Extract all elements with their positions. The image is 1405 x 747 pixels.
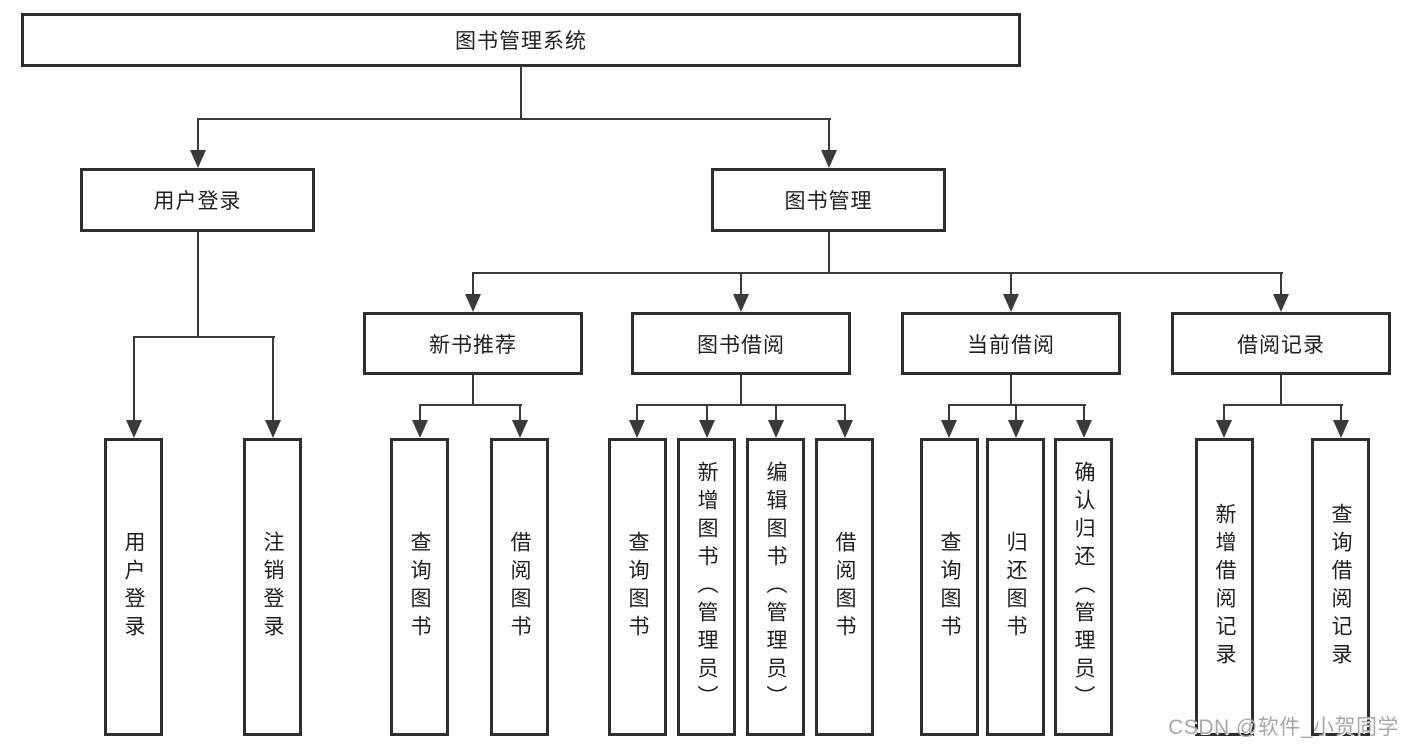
connector-line bbox=[1280, 373, 1282, 406]
leaf-borrow-book-1: 借阅图书 bbox=[490, 438, 549, 736]
connector-line bbox=[636, 404, 638, 422]
connector-line bbox=[706, 404, 708, 422]
leaf-query-borrow-record: 查询借阅记录 bbox=[1311, 438, 1370, 736]
leaf-add-borrow-record: 新增借阅记录 bbox=[1195, 438, 1254, 736]
leaf-add-book-admin: 新增图书（管理员） bbox=[677, 438, 736, 736]
leaf-confirm-return-admin: 确认归还（管理员） bbox=[1054, 438, 1113, 736]
leaf-edit-book-admin-label: 编辑图书（管理员） bbox=[764, 461, 787, 713]
leaf-confirm-return-admin-label: 确认归还（管理员） bbox=[1072, 461, 1095, 713]
connector-line bbox=[1280, 272, 1282, 298]
arrowhead-down-icon bbox=[941, 420, 957, 438]
leaf-return-book: 归还图书 bbox=[986, 438, 1045, 736]
arrowhead-down-icon bbox=[1333, 420, 1349, 438]
node-root: 图书管理系统 bbox=[21, 13, 1021, 67]
connector-line bbox=[1223, 404, 1343, 406]
node-borrow-record: 借阅记录 bbox=[1171, 312, 1391, 375]
node-current-borrow-label: 当前借阅 bbox=[967, 333, 1055, 357]
connector-line bbox=[133, 336, 275, 338]
leaf-logout-label: 注销登录 bbox=[261, 531, 284, 643]
node-user-login: 用户登录 bbox=[80, 168, 315, 232]
connector-line bbox=[948, 404, 1086, 406]
watermark-text: CSDN @软件_小贺同学 bbox=[1168, 716, 1399, 739]
leaf-user-login: 用户登录 bbox=[104, 438, 163, 736]
connector-line bbox=[636, 404, 846, 406]
leaf-add-borrow-record-label: 新增借阅记录 bbox=[1213, 503, 1236, 671]
leaf-borrow-book-1-label: 借阅图书 bbox=[508, 531, 531, 643]
arrowhead-down-icon bbox=[1216, 420, 1232, 438]
arrowhead-down-icon bbox=[733, 294, 749, 312]
connector-line bbox=[520, 67, 522, 120]
connector-line bbox=[133, 336, 135, 422]
arrowhead-down-icon bbox=[837, 420, 853, 438]
connector-line bbox=[740, 272, 742, 298]
arrowhead-down-icon bbox=[1003, 294, 1019, 312]
leaf-query-book-1: 查询图书 bbox=[390, 438, 449, 736]
leaf-add-book-admin-label: 新增图书（管理员） bbox=[695, 461, 718, 713]
connector-line bbox=[1010, 373, 1012, 406]
connector-line bbox=[1083, 404, 1085, 422]
connector-line bbox=[519, 404, 521, 422]
node-new-book-recommend: 新书推荐 bbox=[363, 312, 583, 375]
leaf-query-book-2-label: 查询图书 bbox=[626, 531, 649, 643]
node-book-management-label: 图书管理 bbox=[784, 190, 873, 213]
connector-line bbox=[1223, 404, 1225, 422]
arrowhead-down-icon bbox=[190, 150, 206, 168]
arrowhead-down-icon bbox=[512, 420, 528, 438]
node-current-borrow: 当前借阅 bbox=[901, 312, 1121, 375]
node-book-borrow-label: 图书借阅 bbox=[697, 333, 785, 357]
leaf-borrow-book-2: 借阅图书 bbox=[815, 438, 874, 736]
arrowhead-down-icon bbox=[768, 420, 784, 438]
arrowhead-down-icon bbox=[1008, 420, 1024, 438]
connector-line bbox=[197, 118, 831, 120]
arrowhead-down-icon bbox=[126, 420, 142, 438]
leaf-return-book-label: 归还图书 bbox=[1004, 531, 1027, 643]
arrowhead-down-icon bbox=[265, 420, 281, 438]
connector-line bbox=[740, 373, 742, 406]
connector-line bbox=[419, 404, 522, 406]
leaf-user-login-label: 用户登录 bbox=[122, 531, 145, 643]
connector-line bbox=[948, 404, 950, 422]
connector-line bbox=[1015, 404, 1017, 422]
leaf-query-book-1-label: 查询图书 bbox=[408, 531, 431, 643]
connector-line bbox=[472, 272, 474, 298]
leaf-logout: 注销登录 bbox=[243, 438, 302, 736]
arrowhead-down-icon bbox=[821, 150, 837, 168]
node-user-login-label: 用户登录 bbox=[153, 190, 242, 213]
node-book-management: 图书管理 bbox=[711, 168, 946, 232]
connector-line bbox=[844, 404, 846, 422]
connector-line bbox=[419, 404, 421, 422]
node-new-book-recommend-label: 新书推荐 bbox=[429, 333, 517, 357]
arrowhead-down-icon bbox=[412, 420, 428, 438]
connector-line bbox=[272, 336, 274, 422]
node-borrow-record-label: 借阅记录 bbox=[1237, 333, 1325, 357]
connector-line bbox=[775, 404, 777, 422]
connector-line bbox=[197, 118, 199, 152]
connector-line bbox=[472, 373, 474, 406]
node-book-borrow: 图书借阅 bbox=[631, 312, 851, 375]
leaf-query-book-2: 查询图书 bbox=[608, 438, 667, 736]
leaf-edit-book-admin: 编辑图书（管理员） bbox=[746, 438, 805, 736]
connector-line bbox=[197, 230, 199, 338]
connector-line bbox=[828, 230, 830, 274]
connector-line bbox=[828, 118, 830, 152]
leaf-borrow-book-2-label: 借阅图书 bbox=[833, 531, 856, 643]
connector-line bbox=[1340, 404, 1342, 422]
node-root-label: 图书管理系统 bbox=[455, 30, 587, 53]
leaf-query-borrow-record-label: 查询借阅记录 bbox=[1329, 503, 1352, 671]
arrowhead-down-icon bbox=[629, 420, 645, 438]
arrowhead-down-icon bbox=[1273, 294, 1289, 312]
leaf-query-book-3: 查询图书 bbox=[920, 438, 979, 736]
connector-line bbox=[472, 272, 1283, 274]
connector-line bbox=[1010, 272, 1012, 298]
arrowhead-down-icon bbox=[699, 420, 715, 438]
arrowhead-down-icon bbox=[465, 294, 481, 312]
leaf-query-book-3-label: 查询图书 bbox=[938, 531, 961, 643]
arrowhead-down-icon bbox=[1076, 420, 1092, 438]
